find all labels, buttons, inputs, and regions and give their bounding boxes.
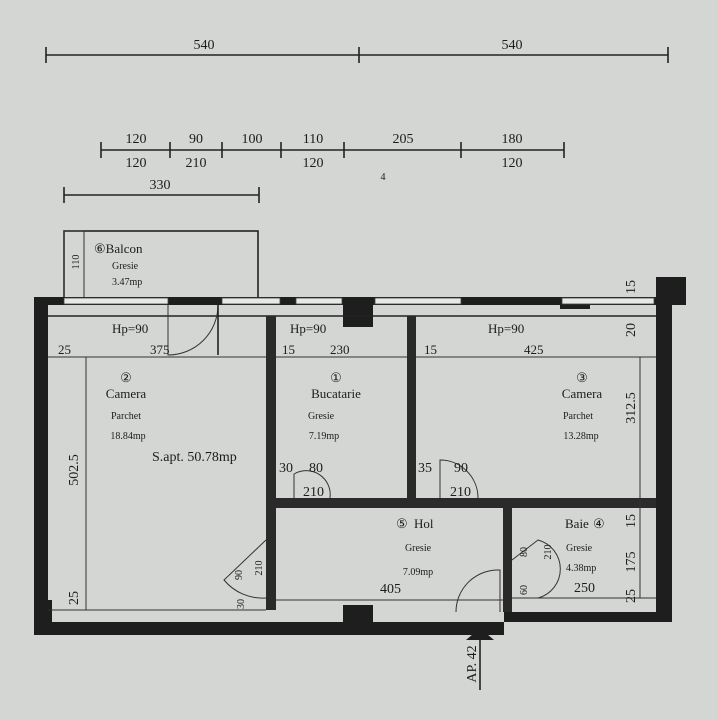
kitchen-door-c: 210	[303, 485, 324, 500]
bath-area: 4.38mp	[566, 563, 596, 574]
bath-name: Baie	[565, 516, 589, 531]
dim-row2-top-6: 180	[502, 132, 523, 147]
room3-door	[439, 459, 479, 499]
kitchen-door-a: 30	[279, 461, 293, 476]
dim-row2-top-2: 90	[189, 132, 203, 147]
room2-door	[223, 539, 267, 599]
bath-door-c: 60	[519, 585, 530, 595]
balcony-dim: 110	[71, 255, 82, 270]
room3-door-a: 35	[418, 461, 432, 476]
room3-hp: Hp=90	[488, 321, 524, 336]
room3-door-c: 210	[450, 485, 471, 500]
entrance-marker: AP. 42	[465, 628, 494, 690]
room-camera-3: Hp=90 15 425 ③ Camera Parchet 13.28mp 35…	[418, 321, 602, 500]
room3-height: 312.5	[624, 392, 639, 424]
hol-name: Hol	[414, 516, 434, 531]
room2-door-a: 90	[234, 570, 245, 580]
dim-row2-top-4: 110	[303, 132, 323, 147]
room2-left-offset: 25	[58, 342, 71, 357]
room3-name: Camera	[562, 386, 603, 401]
right-dims: 15 20 312.5 15 175 25	[624, 280, 639, 603]
balcony-label: ⑥Balcon	[94, 241, 143, 256]
room2-bottom-offset: 25	[67, 591, 82, 605]
bath-dim-25: 25	[624, 589, 639, 603]
hol-floor: Gresie	[405, 543, 432, 554]
bath-door-a: 80	[519, 547, 530, 557]
inner-walls	[48, 315, 656, 612]
room-baie: Baie ④ Gresie 4.38mp 250 80 210 60	[519, 516, 605, 596]
bath-number: ④	[593, 516, 605, 531]
bath-door-b: 210	[543, 545, 554, 560]
room3-width: 425	[524, 342, 544, 357]
bath-dim-15: 15	[624, 514, 639, 528]
third-dimension-line: 330	[63, 178, 260, 203]
room2-height: 502.5	[67, 454, 82, 486]
hol-area: 7.09mp	[403, 567, 433, 578]
room2-door-b: 210	[254, 561, 265, 576]
bath-door	[511, 539, 561, 599]
room3-door-b: 90	[454, 461, 468, 476]
room-camera-2: Hp=90 25 375 ② Camera Parchet 18.84mp S.…	[58, 321, 265, 609]
entrance-arrow-icon	[466, 628, 494, 640]
dim-row3: 330	[150, 178, 171, 193]
room3-wall-top: 15	[624, 280, 639, 294]
room-bucatarie: Hp=90 15 230 ① Bucatarie Gresie 7.19mp 3…	[279, 321, 361, 500]
kitchen-name: Bucatarie	[311, 386, 361, 401]
kitchen-left-offset: 15	[282, 342, 295, 357]
room3-area: 13.28mp	[563, 431, 598, 442]
bath-floor: Gresie	[566, 543, 593, 554]
hol-width: 405	[380, 582, 401, 597]
doors	[167, 304, 561, 613]
kitchen-floor: Gresie	[308, 411, 335, 422]
room2-hp: Hp=90	[112, 321, 148, 336]
room2-door-c: 30	[236, 599, 247, 609]
entrance-door	[455, 569, 501, 613]
room2-area: 18.84mp	[110, 431, 145, 442]
dim-row2-bottom-3: 120	[303, 156, 324, 171]
dim-top-right: 540	[502, 38, 523, 53]
kitchen-door	[293, 470, 331, 499]
bath-width: 250	[574, 581, 595, 596]
kitchen-width: 230	[330, 342, 350, 357]
dim-row2-bottom-1: 120	[126, 156, 147, 171]
dim-row2-top-3: 100	[242, 132, 263, 147]
room3-top-offset: 20	[624, 323, 639, 337]
room3-number: ③	[576, 370, 588, 385]
balcony-floor: Gresie	[112, 261, 139, 272]
top-dimension-line: 540 540	[45, 38, 669, 63]
dim-top-left: 540	[194, 38, 215, 53]
kitchen-area: 7.19mp	[309, 431, 339, 442]
kitchen-door-b: 80	[309, 461, 323, 476]
dim-row2-top-1: 120	[126, 132, 147, 147]
dim-row2-bottom-2: 210	[186, 156, 207, 171]
dim-small-mark: 4	[381, 172, 386, 183]
dim-row2-bottom-4: 120	[502, 156, 523, 171]
room2-width: 375	[150, 342, 170, 357]
dim-row2-top-5: 205	[393, 132, 414, 147]
room2-name: Camera	[106, 386, 147, 401]
entrance-label: AP. 42	[465, 645, 480, 682]
second-dimension-line: 120 90 100 110 205 180 120 210 120 120 4	[100, 132, 565, 183]
balcony-area: 3.47mp	[112, 277, 142, 288]
room2-floor: Parchet	[111, 411, 141, 422]
room2-number: ②	[120, 370, 132, 385]
balcony-door	[167, 304, 219, 356]
windows	[63, 297, 655, 305]
hol-number: ⑤	[396, 516, 408, 531]
balcony: 110 ⑥Balcon Gresie 3.47mp	[63, 230, 259, 299]
kitchen-number: ①	[330, 370, 342, 385]
room3-left-offset: 15	[424, 342, 437, 357]
total-area: S.apt. 50.78mp	[152, 450, 237, 465]
room3-floor: Parchet	[563, 411, 593, 422]
bath-dim-175: 175	[624, 552, 639, 573]
kitchen-hp: Hp=90	[290, 321, 326, 336]
outer-walls	[34, 277, 686, 635]
room-hol: ⑤ Hol Gresie 7.09mp 405	[380, 516, 434, 597]
